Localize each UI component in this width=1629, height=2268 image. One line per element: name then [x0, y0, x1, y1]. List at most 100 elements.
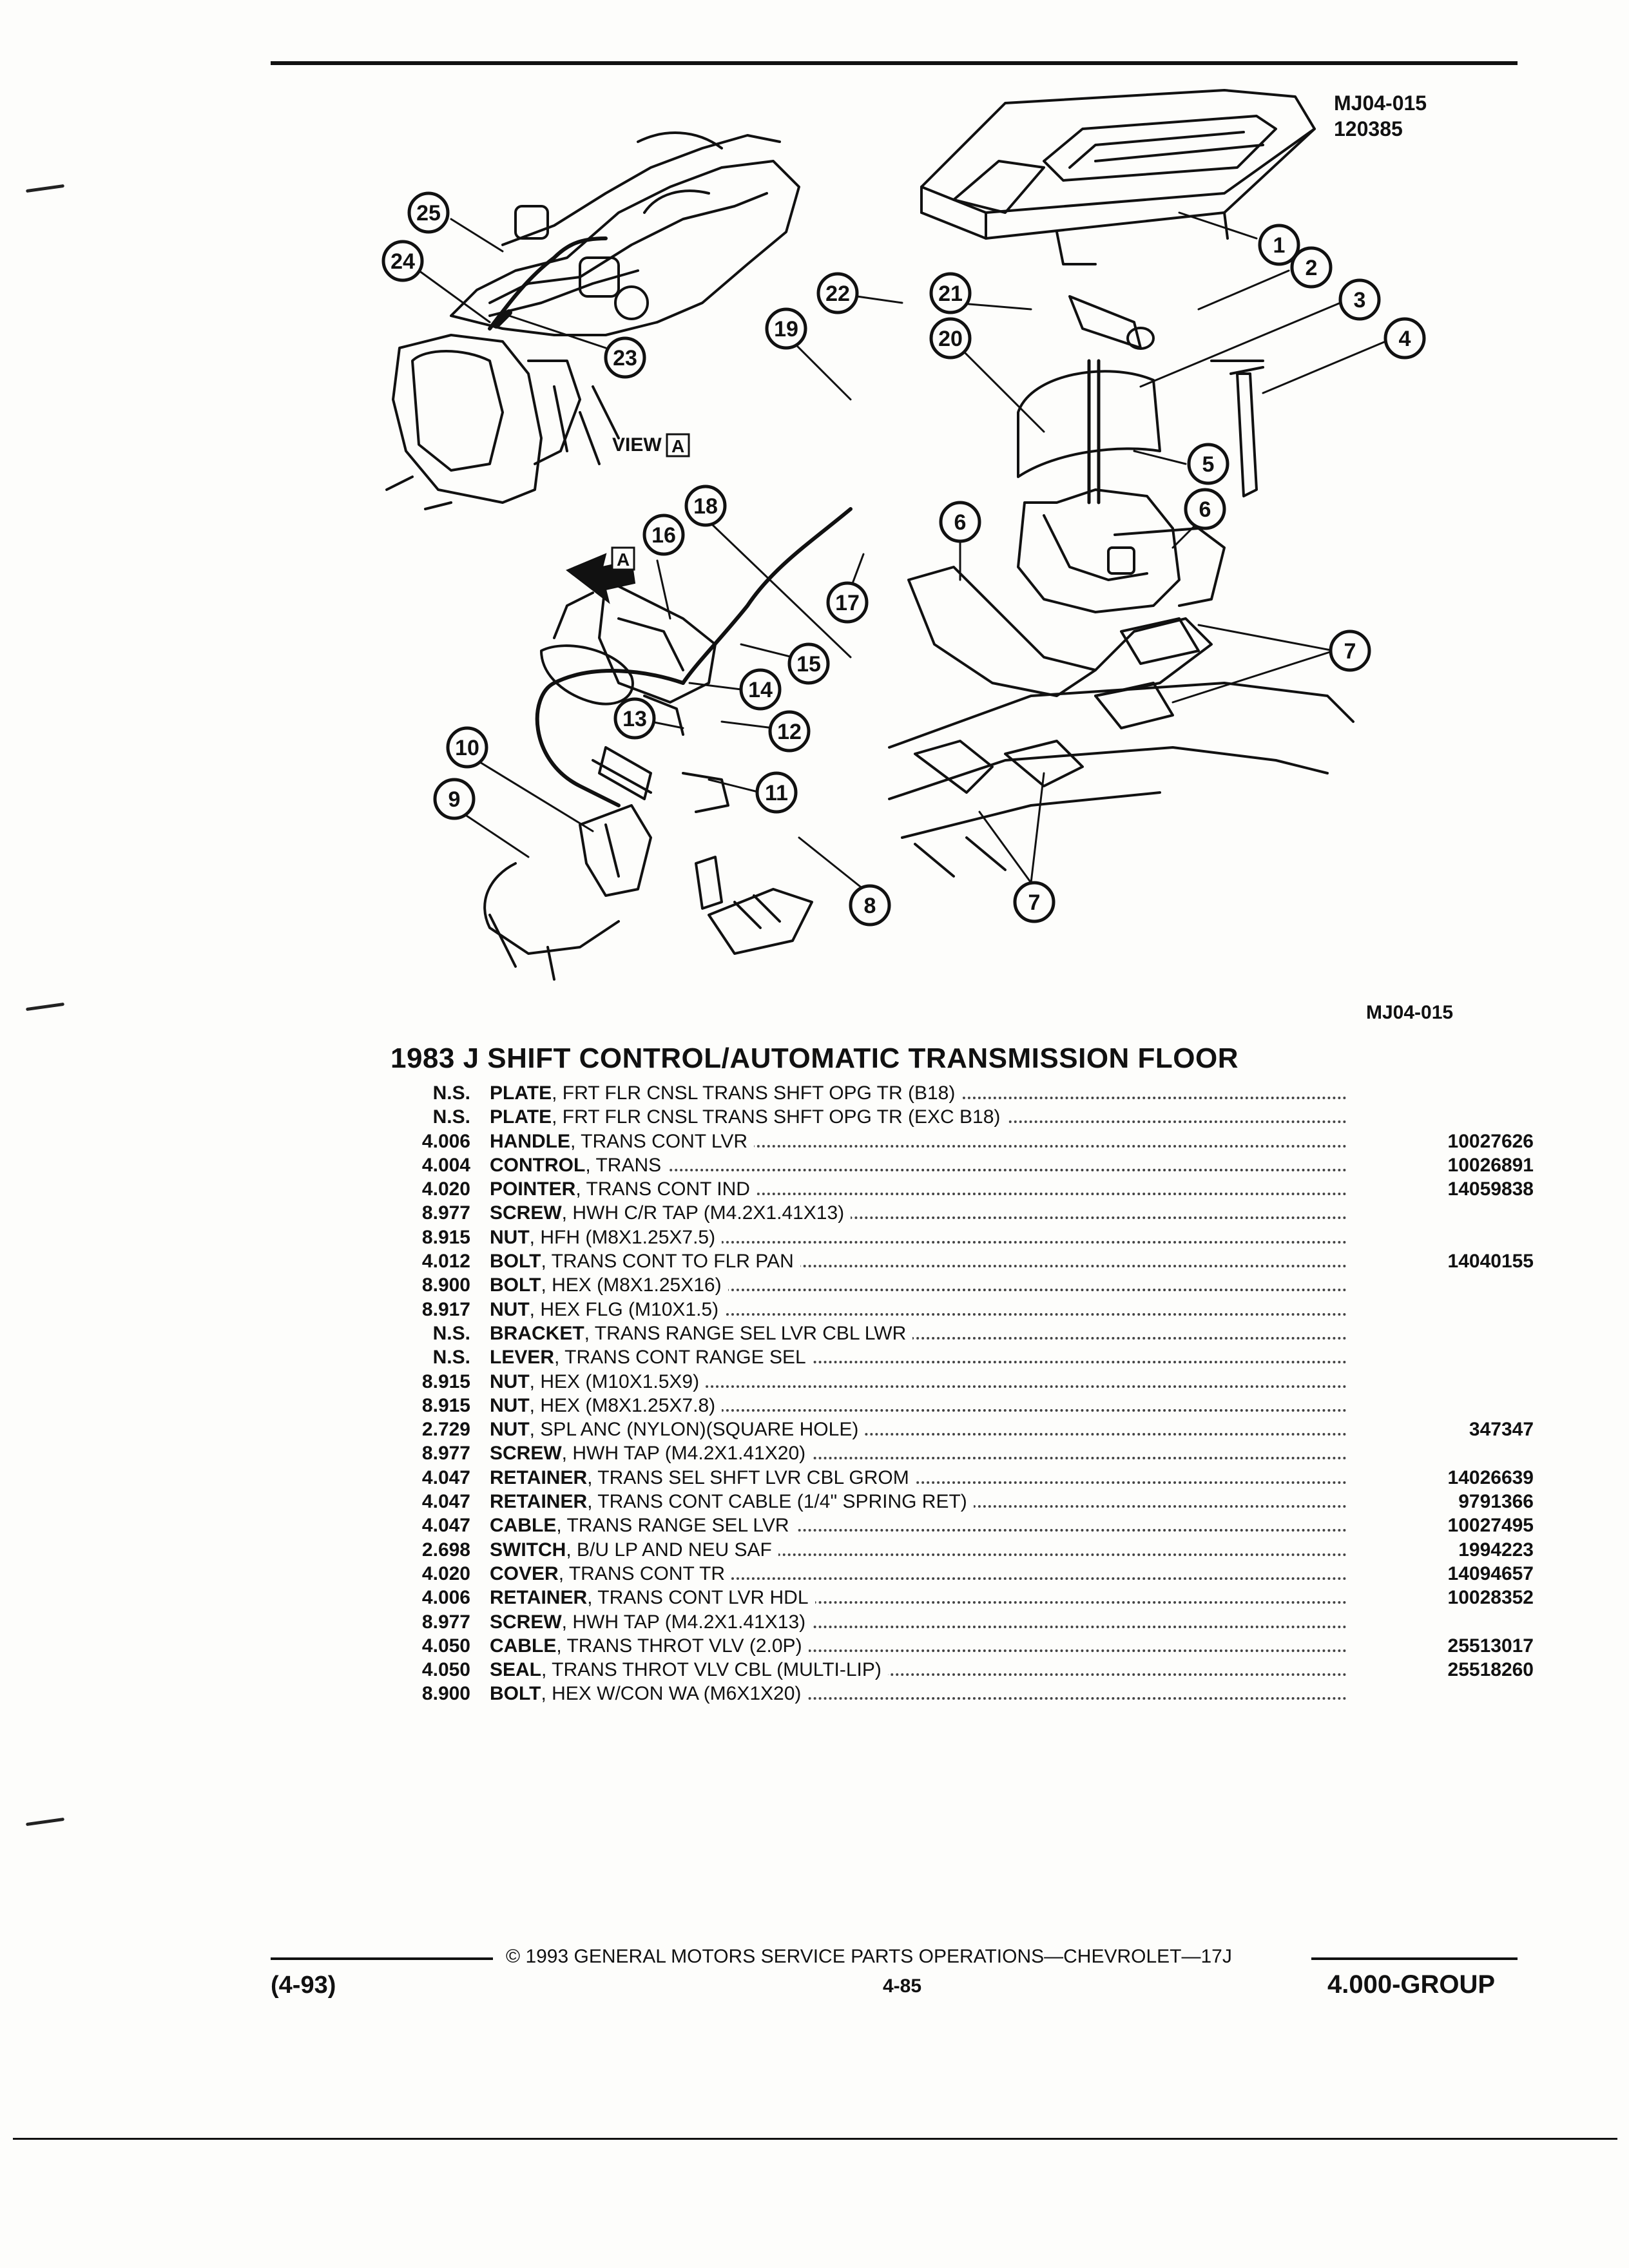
- svg-text:14: 14: [748, 678, 773, 702]
- part-number: 10026891: [1447, 1154, 1534, 1176]
- part-description: NUT, HEX (M8X1.25X7.8): [490, 1394, 1347, 1418]
- part-group: 8.915: [421, 1394, 470, 1416]
- callout-20: 20: [929, 317, 972, 360]
- callout-15: 15: [787, 642, 830, 685]
- date-code: 120385: [1334, 117, 1403, 140]
- svg-text:6: 6: [954, 510, 967, 535]
- part-name: RETAINER: [490, 1587, 588, 1609]
- part-group: 8.917: [421, 1298, 470, 1320]
- part-description: SCREW, HWH TAP (M4.2X1.41X13): [490, 1610, 1347, 1634]
- part-detail: , TRANS CONT IND: [575, 1178, 750, 1200]
- part-description: POINTER, TRANS CONT IND: [490, 1177, 1347, 1201]
- part-name: NUT: [490, 1226, 530, 1248]
- part-detail: , SPL ANC (NYLON)(SQUARE HOLE): [529, 1419, 859, 1441]
- part-description: CABLE, TRANS RANGE SEL LVR: [490, 1514, 1347, 1537]
- part-group: 4.047: [421, 1491, 470, 1513]
- part-description: SCREW, HWH TAP (M4.2X1.41X20): [490, 1441, 1347, 1465]
- callout-5: 5: [1187, 443, 1229, 485]
- part-name: NUT: [490, 1370, 530, 1392]
- part-group: 2.698: [421, 1539, 470, 1561]
- part-group: N.S.: [432, 1322, 470, 1344]
- part-number: 10027626: [1447, 1130, 1534, 1152]
- callout-4: 4: [1383, 317, 1426, 360]
- callout-23: 23: [604, 336, 646, 379]
- part-detail: , HFH (M8X1.25X7.5): [529, 1226, 716, 1248]
- callout-8: 8: [849, 884, 891, 927]
- svg-text:12: 12: [777, 720, 802, 744]
- part-name: NUT: [490, 1298, 530, 1320]
- part-group: 4.006: [421, 1587, 470, 1609]
- callout-18: 18: [684, 485, 727, 527]
- part-detail: , TRANS CONT RANGE SEL: [554, 1347, 806, 1369]
- callout-12: 12: [768, 710, 811, 753]
- part-row: 1.N.S.PLATE, FRT FLR CNSL TRANS SHFT OPG…: [284, 1081, 1521, 1105]
- page-title: 1983 J SHIFT CONTROL/AUTOMATIC TRANSMISS…: [390, 1043, 1239, 1074]
- part-detail: , TRANS CONT LVR HDL: [587, 1587, 809, 1609]
- callout-9: 9: [433, 778, 476, 820]
- part-group: 2.729: [421, 1419, 470, 1441]
- part-description: RETAINER, TRANS SEL SHFT LVR CBL GROM: [490, 1466, 1347, 1490]
- part-group: 4.047: [421, 1515, 470, 1537]
- svg-text:2: 2: [1306, 256, 1318, 280]
- part-detail: , HEX FLG (M10X1.5): [529, 1298, 719, 1320]
- callout-17: 17: [826, 581, 869, 624]
- shifter-illustration: [907, 295, 1264, 697]
- part-description: SEAL, TRANS THROT VLV CBL (MULTI-LIP): [490, 1658, 1347, 1682]
- part-name: CONTROL: [490, 1154, 586, 1176]
- footer-rule-right: [1311, 1957, 1518, 1960]
- callout-6: 6: [939, 501, 981, 543]
- margin-mark: [25, 1817, 65, 1827]
- part-row: 10.N.S.BRACKET, TRANS RANGE SEL LVR CBL …: [284, 1321, 1521, 1345]
- group-label: 4.000-GROUP: [1327, 1970, 1496, 1999]
- part-group: 4.020: [421, 1178, 470, 1200]
- part-number: 25518260: [1447, 1659, 1534, 1681]
- callout-3: 3: [1338, 278, 1381, 321]
- part-number: 14040155: [1447, 1251, 1534, 1273]
- part-detail: , TRANS CONT CABLE (1/4" SPRING RET): [587, 1491, 967, 1513]
- callout-19: 19: [765, 307, 807, 350]
- part-detail: , TRANS SEL SHFT LVR CBL GROM: [587, 1466, 909, 1488]
- svg-text:13: 13: [622, 707, 647, 731]
- svg-text:18: 18: [693, 494, 718, 519]
- footer-rule-left: [271, 1957, 493, 1960]
- callout-6b: 6: [1184, 488, 1226, 530]
- part-number: 347347: [1469, 1419, 1534, 1441]
- part-detail: , TRANS THROT VLV CBL (MULTI-LIP): [541, 1659, 882, 1681]
- part-description: SWITCH, B/U LP AND NEU SAF: [490, 1538, 1347, 1562]
- svg-text:1: 1: [1273, 233, 1286, 258]
- part-description: CABLE, TRANS THROT VLV (2.0P): [490, 1634, 1347, 1658]
- part-group: 4.004: [421, 1154, 470, 1176]
- part-detail: , HEX (M8X1.25X7.8): [529, 1394, 716, 1416]
- callout-16: 16: [642, 514, 685, 556]
- part-description: SCREW, HWH C/R TAP (M4.2X1.41X13): [490, 1201, 1347, 1225]
- part-description: CONTROL, TRANS: [490, 1153, 1347, 1177]
- part-name: BOLT: [490, 1274, 541, 1296]
- engine-illustration: [385, 131, 800, 510]
- svg-text:19: 19: [774, 317, 798, 341]
- part-number: 9791366: [1458, 1491, 1534, 1513]
- exploded-parts-diagram: VIEW A A 1 2 3 4 5 6 6 7 7 8 9 10 11 12 …: [381, 89, 1426, 981]
- part-group: 8.915: [421, 1370, 470, 1392]
- part-detail: , TRANS RANGE SEL LVR: [556, 1515, 789, 1537]
- part-name: NUT: [490, 1394, 530, 1416]
- part-detail: , TRANS CONT TO FLR PAN: [541, 1251, 794, 1273]
- footer-date: (4-93): [271, 1972, 336, 1999]
- part-detail: , HWH TAP (M4.2X1.41X13): [561, 1611, 806, 1633]
- part-group: N.S.: [432, 1082, 470, 1104]
- part-description: LEVER, TRANS CONT RANGE SEL: [490, 1345, 1347, 1369]
- callout-1: 1: [1258, 224, 1300, 266]
- part-name: BOLT: [490, 1251, 541, 1273]
- svg-text:25: 25: [416, 201, 441, 226]
